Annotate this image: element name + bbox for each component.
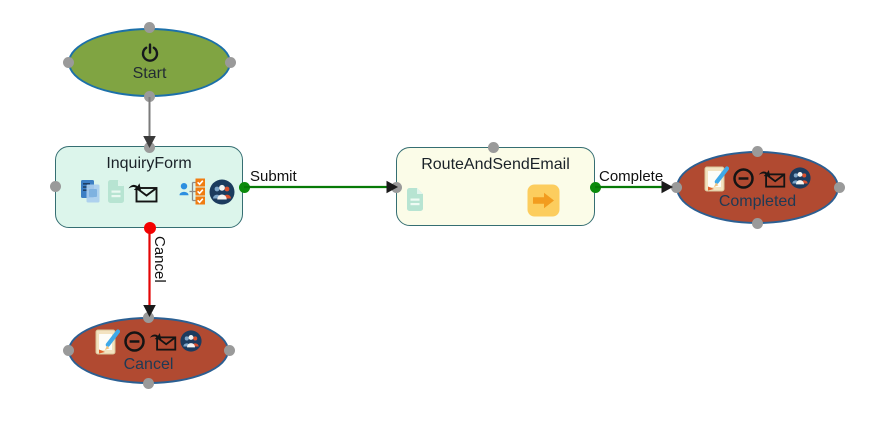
- completed-node[interactable]: Completed: [676, 151, 839, 224]
- connector-cancel-bottom[interactable]: [143, 378, 154, 389]
- connector-cancel-right[interactable]: [223, 345, 235, 356]
- edge-start-to-inquiryform[interactable]: [143, 97, 156, 148]
- inquiryform-node[interactable]: InquiryForm: [55, 146, 243, 228]
- connector-start-bottom[interactable]: [144, 91, 155, 102]
- connector-start-right[interactable]: [224, 56, 236, 68]
- connector-completed-top[interactable]: [751, 146, 763, 157]
- completed-node-label: Completed: [718, 192, 797, 210]
- connector-inquiryform-left[interactable]: [49, 181, 61, 192]
- assign-tasks-icon: [179, 178, 206, 205]
- connector-cancel-top[interactable]: [143, 311, 154, 323]
- routeandsendemail-node-title: RouteAndSendEmail: [421, 156, 570, 173]
- connector-start-top[interactable]: [144, 22, 155, 33]
- connector-cancel-left[interactable]: [62, 345, 74, 356]
- start-node-label: Start: [132, 64, 167, 82]
- documents-icon: [80, 179, 101, 204]
- document-icon: [406, 187, 425, 212]
- start-node[interactable]: Start: [68, 28, 231, 97]
- cancel-node-label: Cancel: [123, 355, 174, 373]
- connector-completed-bottom[interactable]: [751, 217, 763, 229]
- edge-cancel-label[interactable]: Cancel: [151, 236, 168, 283]
- notepad-pencil-icon: [95, 328, 120, 355]
- connector-route-top[interactable]: [487, 141, 499, 153]
- participants-icon: [180, 330, 202, 352]
- edge-submit-label[interactable]: Submit: [250, 168, 297, 185]
- send-email-icon: [149, 331, 177, 351]
- notepad-pencil-icon: [704, 165, 729, 192]
- circle-minus-icon: [123, 330, 146, 353]
- connector-completed-left[interactable]: [670, 181, 682, 193]
- power-icon: [140, 42, 160, 63]
- connector-start-left[interactable]: [63, 56, 74, 68]
- document-icon: [107, 179, 126, 204]
- participants-icon: [209, 179, 235, 205]
- send-email-icon: [128, 181, 158, 203]
- cancel-icon-row: [95, 328, 202, 355]
- cancel-node[interactable]: Cancel: [68, 317, 229, 384]
- edge-complete-label[interactable]: Complete: [599, 168, 664, 185]
- circle-minus-icon: [732, 167, 755, 190]
- completed-icon-row: [704, 165, 811, 192]
- connector-inquiryform-right[interactable]: [238, 181, 250, 193]
- connector-route-left[interactable]: [390, 181, 402, 193]
- routeandsendemail-node[interactable]: RouteAndSendEmail: [396, 147, 595, 226]
- connector-inquiryform-bottom[interactable]: [143, 221, 156, 234]
- connector-inquiryform-top[interactable]: [144, 141, 155, 153]
- forward-arrow-icon: [527, 184, 560, 217]
- participants-icon: [789, 167, 811, 189]
- inquiryform-icon-row: [56, 178, 242, 205]
- send-email-icon: [758, 168, 786, 188]
- inquiryform-node-title: InquiryForm: [106, 155, 192, 172]
- connector-completed-right[interactable]: [833, 182, 845, 193]
